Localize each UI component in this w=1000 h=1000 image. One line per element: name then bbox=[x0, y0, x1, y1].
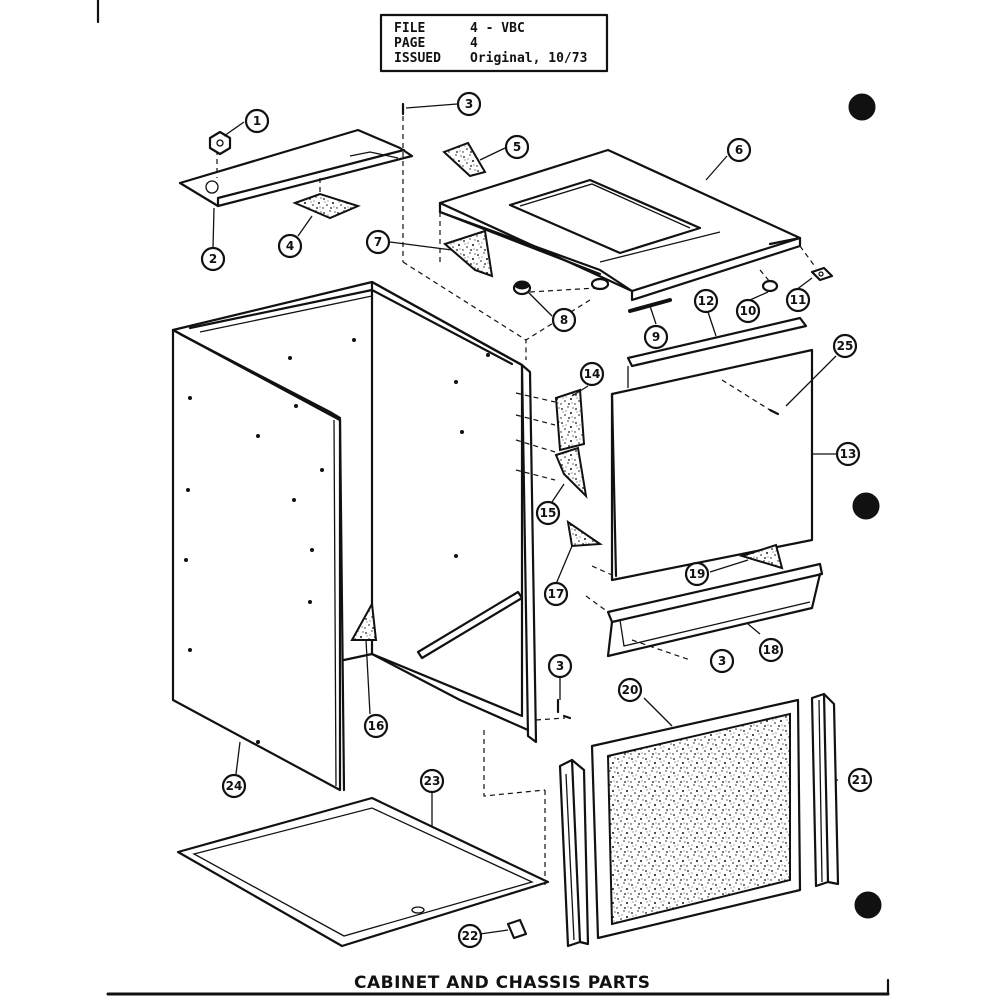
callout-9: 9 bbox=[643, 324, 669, 350]
callout-25: 25 bbox=[832, 333, 858, 359]
gasket-5-part bbox=[442, 141, 487, 178]
screw-lower-part bbox=[556, 698, 572, 720]
gasket-7-part bbox=[443, 229, 494, 278]
page-label: PAGE bbox=[394, 36, 425, 51]
callout-16: 16 bbox=[363, 713, 389, 739]
rail-21-part bbox=[810, 692, 840, 888]
callout-19: 19 bbox=[684, 561, 710, 587]
svg-text:1: 1 bbox=[253, 114, 261, 128]
file-label: FILE bbox=[394, 21, 425, 36]
svg-text:22: 22 bbox=[462, 929, 479, 943]
callout-22: 22 bbox=[457, 923, 483, 949]
callout-3-top: 3 bbox=[456, 91, 482, 117]
nut-part bbox=[208, 130, 232, 156]
punch-holes bbox=[848, 93, 882, 919]
file-value: 4 - VBC bbox=[470, 21, 525, 36]
part-9 bbox=[628, 298, 672, 313]
callout-23: 23 bbox=[419, 768, 445, 794]
svg-text:21: 21 bbox=[852, 773, 869, 787]
svg-text:9: 9 bbox=[652, 330, 660, 344]
svg-text:13: 13 bbox=[840, 447, 857, 461]
callout-12: 12 bbox=[693, 288, 719, 314]
gasket-17-part bbox=[566, 519, 603, 548]
callout-8: 8 bbox=[551, 307, 577, 333]
svg-text:5: 5 bbox=[513, 140, 521, 154]
svg-text:12: 12 bbox=[698, 294, 715, 308]
issued-label: ISSUED bbox=[394, 51, 441, 66]
callout-15: 15 bbox=[535, 500, 561, 526]
svg-text:14: 14 bbox=[584, 367, 601, 381]
svg-text:3: 3 bbox=[465, 97, 473, 111]
info-box: FILE 4 - VBC PAGE 4 ISSUED Original, 10/… bbox=[379, 13, 609, 73]
svg-text:17: 17 bbox=[548, 587, 565, 601]
callout-20: 20 bbox=[617, 677, 643, 703]
svg-text:19: 19 bbox=[689, 567, 706, 581]
svg-text:10: 10 bbox=[740, 304, 757, 318]
callout-10: 10 bbox=[735, 298, 761, 324]
callout-14: 14 bbox=[579, 361, 605, 387]
svg-text:24: 24 bbox=[226, 779, 243, 793]
svg-text:25: 25 bbox=[837, 339, 854, 353]
part-8 bbox=[512, 277, 610, 296]
top-bracket-part bbox=[178, 128, 414, 208]
callout-21: 21 bbox=[847, 767, 873, 793]
svg-text:3: 3 bbox=[718, 654, 726, 668]
svg-text:11: 11 bbox=[790, 293, 807, 307]
gasket-14-part bbox=[554, 388, 586, 452]
callout-3-lower: 3 bbox=[709, 648, 735, 674]
part-10 bbox=[759, 269, 779, 293]
svg-text:20: 20 bbox=[622, 683, 639, 697]
svg-text:2: 2 bbox=[209, 252, 217, 266]
callout-24: 24 bbox=[221, 773, 247, 799]
callout-13: 13 bbox=[835, 441, 861, 467]
callout-11: 11 bbox=[785, 287, 811, 313]
top-panel-part bbox=[402, 148, 802, 360]
part-11 bbox=[799, 245, 834, 282]
gasket-small-part bbox=[292, 178, 361, 220]
page-value: 4 bbox=[470, 36, 478, 51]
callout-7: 7 bbox=[365, 229, 391, 255]
svg-text:15: 15 bbox=[540, 506, 557, 520]
cabinet-part bbox=[171, 280, 566, 886]
part-19 bbox=[738, 543, 784, 570]
callout-18: 18 bbox=[758, 637, 784, 663]
svg-text:6: 6 bbox=[735, 143, 743, 157]
callout-17: 17 bbox=[543, 581, 569, 607]
diagram-title: CABINET AND CHASSIS PARTS bbox=[354, 973, 650, 993]
front-panel-part bbox=[591, 316, 814, 582]
cabinet-holes bbox=[184, 338, 490, 744]
gasket-15-part bbox=[554, 446, 588, 499]
svg-text:16: 16 bbox=[368, 719, 385, 733]
filter-part bbox=[590, 698, 802, 940]
svg-text:7: 7 bbox=[374, 235, 382, 249]
callout-4: 4 bbox=[277, 233, 303, 259]
rail-left-part bbox=[558, 758, 590, 948]
issued-value: Original, 10/73 bbox=[470, 51, 587, 66]
svg-text:3: 3 bbox=[556, 659, 564, 673]
bottom-bracket-part bbox=[585, 562, 824, 661]
svg-text:23: 23 bbox=[424, 774, 441, 788]
base-pan-part bbox=[176, 796, 550, 948]
svg-text:4: 4 bbox=[286, 239, 294, 253]
leader-lines bbox=[212, 103, 838, 935]
svg-text:18: 18 bbox=[763, 643, 780, 657]
part-22 bbox=[506, 918, 528, 940]
callout-6: 6 bbox=[726, 137, 752, 163]
callout-2: 2 bbox=[200, 246, 226, 272]
callout-5: 5 bbox=[504, 134, 530, 160]
callout-3-mid: 3 bbox=[547, 653, 573, 679]
callouts: 1 2 3 4 5 6 7 8 9 10 11 12 13 14 15 16 1… bbox=[200, 91, 873, 949]
page-frame bbox=[96, 0, 890, 996]
callout-1: 1 bbox=[244, 108, 270, 134]
svg-text:8: 8 bbox=[560, 313, 568, 327]
